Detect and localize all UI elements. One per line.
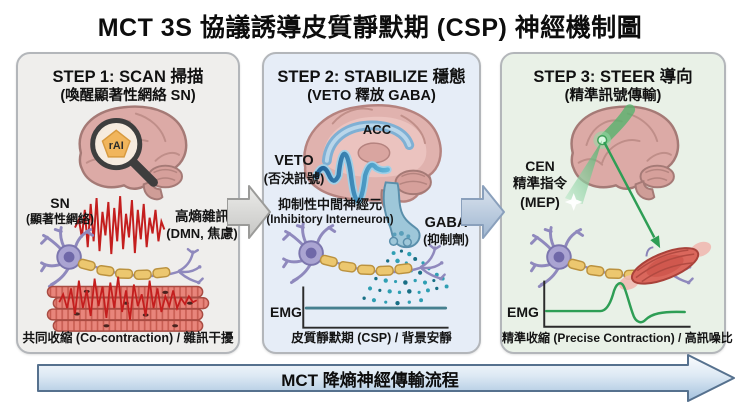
panel-step3-steer: STEP 3: STEER 導向 (精準訊號傳輸) CEN 精準指令 (MEP)… bbox=[500, 52, 733, 354]
step1-title: STEP 1: SCAN 掃描 bbox=[52, 68, 204, 86]
acc-label: ACC bbox=[362, 122, 392, 137]
interneuron-sublabel: (Inhibitory Interneuron) bbox=[266, 214, 394, 226]
step3-title: STEP 3: STEER 導向 bbox=[533, 68, 693, 86]
veto-label: VETO bbox=[274, 153, 314, 169]
step2-illustration bbox=[282, 104, 449, 329]
flow-arrow-icon bbox=[37, 354, 735, 402]
step1-caption: 共同收縮 (Co-contraction) / 雜訊干擾 bbox=[22, 331, 234, 345]
cen-label: CEN bbox=[525, 158, 555, 174]
signal-beam-muscle bbox=[603, 141, 661, 249]
noise-waveform bbox=[74, 196, 166, 255]
gaba-sublabel: (抑制劑) bbox=[423, 233, 469, 247]
panel-step1-scan: rAI STEP 1: SCAN 掃描 (喚醒顯著性網絡 SN) SN (顯著性… bbox=[16, 52, 240, 354]
step2-title: STEP 2: STABILIZE 穩態 bbox=[277, 68, 466, 86]
step2-caption: 皮質靜默期 (CSP) / 背景安靜 bbox=[291, 331, 452, 345]
emg-label: EMG bbox=[270, 304, 302, 320]
arrow-step2-to-step3-icon bbox=[461, 185, 505, 239]
cen-sublabel: 精準指令 bbox=[513, 176, 567, 191]
interneuron-icon bbox=[382, 181, 421, 249]
panel-step2-stabilize: STEP 2: STABILIZE 穩態 (VETO 釋放 GABA) ACC … bbox=[262, 52, 481, 354]
page-title: MCT 3S 協議誘導皮質靜默期 (CSP) 神經機制圖 bbox=[97, 14, 643, 42]
motor-strip bbox=[593, 104, 636, 149]
mep-label: (MEP) bbox=[520, 194, 560, 210]
acc-band bbox=[321, 120, 415, 166]
muscle-noise-waveform bbox=[58, 276, 198, 320]
step3-illustration bbox=[529, 104, 712, 328]
sn-sublabel: (顯著性網絡) bbox=[26, 212, 94, 226]
emg-label: EMG bbox=[507, 304, 539, 320]
noise-label: 高熵雜訊 bbox=[175, 209, 229, 224]
interneuron-label: 抑制性中間神經元 bbox=[277, 197, 383, 212]
step1-illustration: rAI bbox=[40, 105, 210, 332]
step1-subtitle: (喚醒顯著性網絡 SN) bbox=[60, 88, 196, 104]
muscle-spindle-icon bbox=[619, 241, 712, 290]
veto-waveform bbox=[312, 150, 392, 205]
emg-plot-quiet bbox=[302, 286, 449, 329]
arrow-step1-to-step2-icon bbox=[227, 185, 271, 239]
sn-label: SN bbox=[50, 195, 70, 211]
gaba-label: GABA bbox=[424, 215, 468, 231]
signal-beam-cen bbox=[564, 140, 603, 211]
noise-sublabel: (DMN, 焦慮) bbox=[166, 226, 238, 241]
step3-subtitle: (精準訊號傳輸) bbox=[564, 88, 662, 104]
flow-arrow-label: MCT 降熵神經傳輸流程 bbox=[281, 371, 459, 390]
magnifier-icon: rAI bbox=[90, 118, 158, 187]
emg-plot-precise bbox=[543, 280, 691, 328]
rai-label: rAI bbox=[109, 140, 124, 152]
veto-sublabel: (否決訊號) bbox=[263, 171, 325, 186]
step2-subtitle: (VETO 釋放 GABA) bbox=[307, 88, 436, 104]
step3-caption: 精準收縮 (Precise Contraction) / 高訊噪比 bbox=[502, 331, 733, 345]
